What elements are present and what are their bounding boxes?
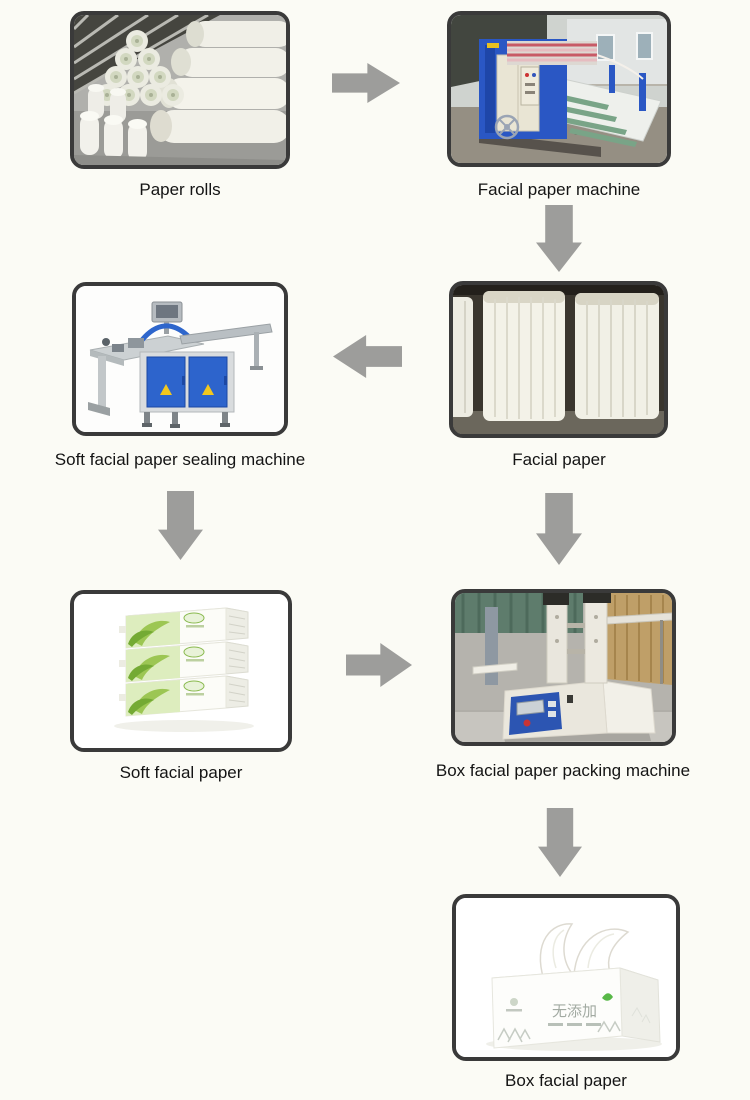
facial-paper-machine-photo	[447, 11, 671, 167]
facial-paper-machine-label: Facial paper machine	[477, 180, 641, 199]
soft-facial-paper-photo	[70, 590, 292, 752]
arrow-down-sealing-to-soft	[158, 491, 203, 560]
box-facial-paper-photo: 无添加	[452, 894, 680, 1061]
sealing-machine-label: Soft facial paper sealing machine	[54, 450, 306, 469]
arrow-down-packing-to-box	[538, 808, 582, 877]
paper-rolls-illustration	[74, 15, 286, 165]
box-facial-paper-label: Box facial paper	[505, 1071, 627, 1090]
paper-rolls-label: Paper rolls	[139, 180, 221, 199]
soft-facial-paper-illustration	[74, 594, 288, 748]
sealing-machine-photo	[72, 282, 288, 436]
arrow-right-soft-to-packing	[346, 643, 412, 687]
arrow-down-paper-to-packing	[536, 493, 582, 565]
packing-machine-label: Box facial paper packing machine	[435, 761, 691, 780]
arrow-right-rolls-to-machine	[332, 63, 400, 103]
box-product-text: 无添加	[552, 1002, 597, 1020]
arrow-left-paper-to-sealing	[333, 335, 402, 378]
facial-paper-label: Facial paper	[512, 450, 606, 469]
packing-machine-illustration	[455, 593, 672, 742]
packing-machine-photo	[451, 589, 676, 746]
paper-rolls-photo	[70, 11, 290, 169]
facial-paper-photo	[449, 281, 668, 438]
facial-paper-machine-illustration	[451, 15, 667, 163]
box-facial-paper-illustration: 无添加	[456, 898, 676, 1057]
soft-facial-paper-label: Soft facial paper	[119, 763, 243, 782]
arrow-down-machine-to-paper	[536, 205, 582, 272]
sealing-machine-illustration	[76, 286, 284, 432]
facial-paper-illustration	[453, 285, 664, 434]
